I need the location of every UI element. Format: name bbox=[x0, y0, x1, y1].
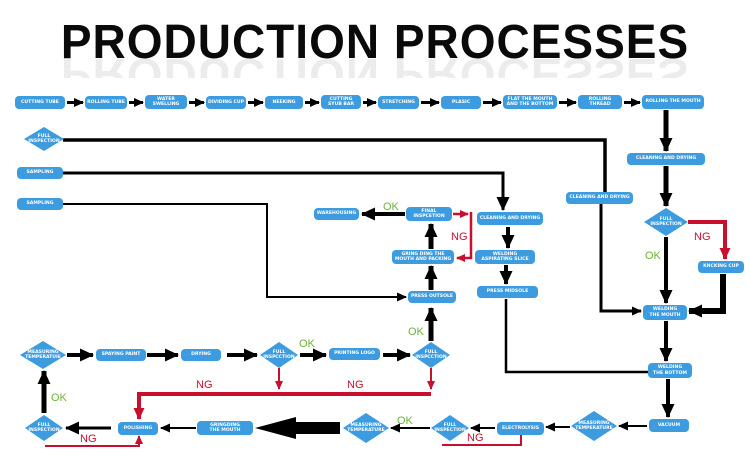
node-sampling-1: SAMPLING bbox=[17, 167, 63, 179]
page-title: PRODUCTION PROCESSES bbox=[60, 13, 690, 69]
node-cleaning-drying-right: CLEANING AND DRYING bbox=[627, 153, 705, 165]
node-warehousing: WAREHOUSING bbox=[314, 208, 359, 220]
arrow bbox=[63, 203, 407, 302]
node-printing-logo: PRINTING LOGO bbox=[329, 348, 380, 360]
node-spaying-paint: SPAYING PAINT bbox=[96, 349, 146, 361]
ng-label: NG bbox=[80, 433, 97, 445]
node-knocking-cup: KNCKING CUP bbox=[698, 261, 744, 273]
big-arrow bbox=[255, 417, 340, 439]
node-final-inspection: FINAL INSPCETION bbox=[406, 207, 452, 221]
connector bbox=[63, 138, 607, 192]
node-press-outsole: PRESS OUTSOLE bbox=[408, 291, 456, 303]
ng-arrow bbox=[133, 392, 431, 420]
ng-label: NG bbox=[451, 231, 468, 243]
ok-label: OK bbox=[51, 392, 67, 404]
node-cutting-tube: CUTTING TUBE bbox=[15, 96, 65, 109]
node-plasic: PLASIC bbox=[441, 96, 481, 109]
node-rolling-the-mouth: ROLLING THE MOUTH bbox=[642, 95, 704, 109]
node-stretching: STRETCHING bbox=[378, 96, 419, 109]
node-water-swelling: WATER SWELLING bbox=[145, 95, 187, 109]
node-welding-mouth: WELDING THE MOUTH bbox=[643, 305, 687, 320]
ok-label: OK bbox=[408, 326, 424, 338]
node-electrolysis: ELECTROLYSIS bbox=[497, 422, 544, 435]
node-flat-mouth-bottom: FLAT THE MOUTH AND THE BOTTOM bbox=[503, 95, 557, 109]
node-rolling-thread: ROLLING THREAD bbox=[578, 95, 622, 109]
arrow bbox=[688, 274, 726, 318]
node-dividing-cup: DIVIDING CUP bbox=[206, 96, 246, 109]
node-cutting-syub-bar: CUTTING SYUB BAR bbox=[321, 95, 361, 109]
black-arrows bbox=[37, 98, 726, 435]
ok-label: OK bbox=[397, 415, 413, 427]
node-cleaning-drying-mid: CLEANING AND DRYING bbox=[566, 192, 633, 204]
node-drying: DRYING bbox=[181, 349, 221, 361]
ok-label: OK bbox=[383, 201, 399, 213]
node-cleaning-drying-center: CLEANING AND DRYING bbox=[477, 212, 543, 225]
ng-label: NG bbox=[196, 379, 213, 391]
arrow bbox=[599, 204, 642, 316]
ng-label: NG bbox=[347, 379, 364, 391]
connector bbox=[504, 299, 648, 374]
arrow bbox=[63, 171, 510, 211]
node-polishing: POLISHING bbox=[118, 422, 158, 435]
ng-label: NG bbox=[694, 231, 711, 243]
node-press-midsole: PRESS MIDSOLE bbox=[477, 286, 538, 298]
node-vacuum: VACUUM bbox=[649, 419, 689, 432]
node-rolling-tube: ROLLING TUBE bbox=[85, 96, 127, 109]
node-grinding-packing: GRING DING THE MOUTH AND PACKING bbox=[392, 250, 454, 264]
node-welding-aspirating: WELDING ASPIRATING SLICE bbox=[475, 250, 535, 264]
ok-label: OK bbox=[645, 250, 661, 262]
ok-label: OK bbox=[299, 338, 315, 350]
node-sampling-2: SAMPLING bbox=[17, 198, 63, 210]
ng-connector bbox=[442, 434, 522, 446]
red-ng-arrows bbox=[45, 210, 731, 447]
ng-arrow bbox=[688, 220, 731, 260]
ng-arrow bbox=[456, 212, 473, 262]
node-grinding-mouth: GRINGDING THE MOUTH bbox=[197, 421, 253, 435]
ng-arrow bbox=[45, 435, 143, 447]
ng-label: NG bbox=[467, 432, 484, 444]
node-neeking: NEEKING bbox=[265, 96, 303, 109]
node-welding-bottom: WELDING THE BOTTOM bbox=[648, 363, 692, 378]
